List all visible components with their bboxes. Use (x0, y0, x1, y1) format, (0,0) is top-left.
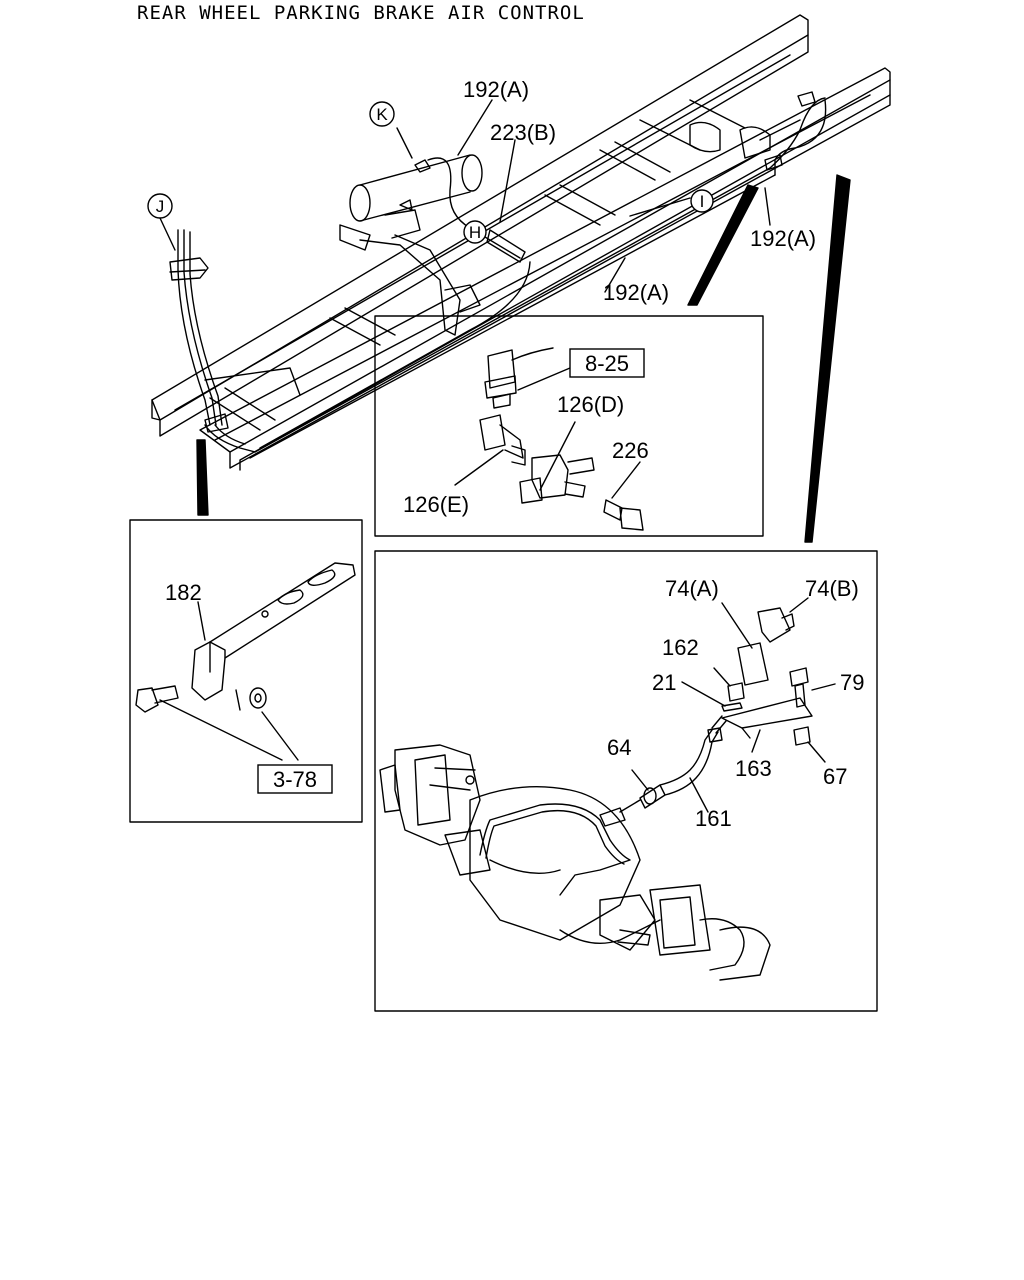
chassis-frame (151, 14, 891, 471)
label-223b: 223(B) (490, 120, 556, 145)
label-192a-top: 192(A) (463, 77, 529, 102)
detail-box-axle (374, 550, 878, 1012)
bracket-assembly (135, 562, 356, 761)
label-74a: 74(A) (665, 576, 719, 601)
air-tank (339, 154, 483, 251)
callouts: K J H I (147, 101, 714, 244)
label-182: 182 (165, 580, 202, 605)
label-126d: 126(D) (557, 392, 624, 417)
label-79: 79 (840, 670, 864, 695)
callout-j-text: J (156, 197, 165, 216)
ref-label-8-25: 8-25 (585, 351, 629, 376)
detail-box-fittings (374, 315, 764, 537)
callout-i-text: I (700, 192, 705, 211)
page-title: REAR WHEEL PARKING BRAKE AIR CONTROL (137, 2, 585, 24)
detail-box-bracket (129, 519, 363, 823)
label-162: 162 (662, 635, 699, 660)
label-74b: 74(B) (805, 576, 859, 601)
ref-box-8-25 (569, 348, 645, 378)
part-labels: 192(A) 223(B) 192(A) 192(A) 126(D) 226 1… (165, 77, 864, 831)
fittings-assembly (454, 347, 644, 531)
axle-assembly (379, 597, 836, 981)
label-21: 21 (652, 670, 676, 695)
label-161: 161 (695, 806, 732, 831)
label-192a-mid: 192(A) (603, 280, 669, 305)
label-163: 163 (735, 756, 772, 781)
hose-bundle (169, 229, 256, 453)
ref-label-3-78: 3-78 (273, 767, 317, 792)
callout-h-text: H (469, 223, 481, 242)
air-lines (249, 91, 827, 459)
callout-k-text: K (376, 105, 388, 124)
ref-box-3-78 (257, 764, 333, 794)
label-67: 67 (823, 764, 847, 789)
callout-k (369, 101, 395, 127)
label-192a-right: 192(A) (750, 226, 816, 251)
label-64: 64 (607, 735, 631, 760)
callout-j (147, 193, 173, 219)
label-126e: 126(E) (403, 492, 469, 517)
callout-i (690, 189, 714, 213)
callout-h (463, 220, 487, 244)
label-226: 226 (612, 438, 649, 463)
